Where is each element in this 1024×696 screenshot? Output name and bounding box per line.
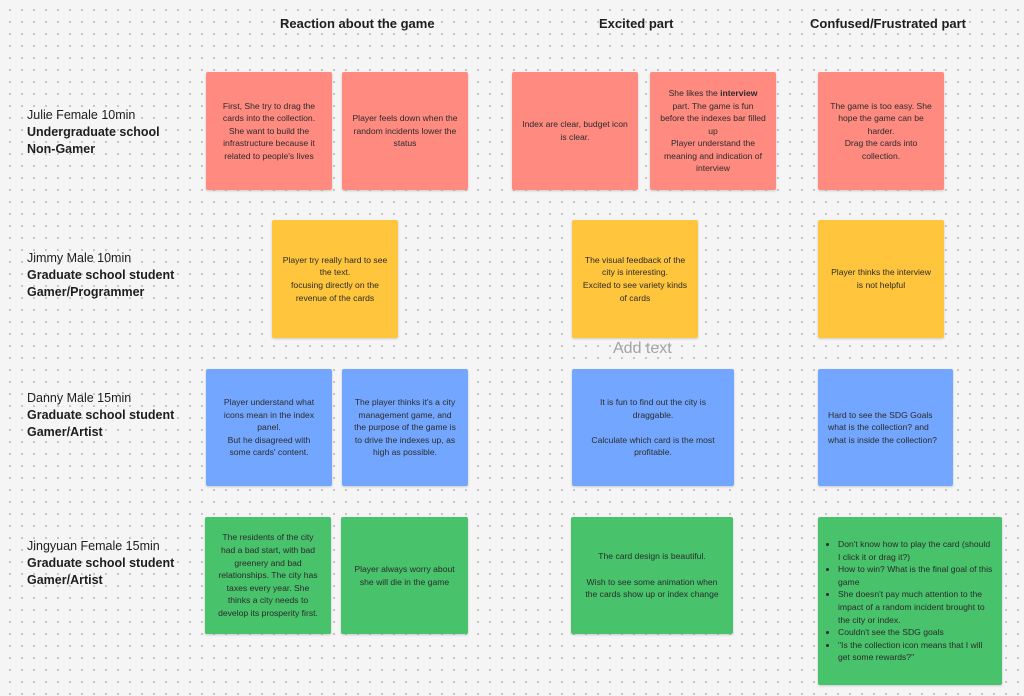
list-item: "Is the collection icon means that I wil… — [838, 639, 994, 664]
bullet-list: Don't know how to play the card (should … — [826, 538, 994, 664]
participant-school: Graduate school student — [27, 268, 175, 282]
participant-school: Graduate school student — [27, 408, 175, 422]
sticky-note[interactable]: Player feels down when the random incide… — [342, 72, 468, 190]
sticky-note[interactable]: Player understand what icons mean in the… — [206, 369, 332, 486]
participant-name: Julie Female 10min — [27, 108, 136, 122]
column-header-confused: Confused/Frustrated part — [810, 16, 967, 31]
row-label-julie: Julie Female 10min Undergraduate school … — [27, 107, 160, 158]
sticky-note[interactable]: Index are clear, budget icon is clear. — [512, 72, 638, 190]
sticky-note[interactable]: The card design is beautiful. Wish to se… — [571, 517, 733, 634]
sticky-note[interactable]: The game is too easy. She hope the game … — [818, 72, 944, 190]
row-label-jingyuan: Jingyuan Female 15min Graduate school st… — [27, 538, 174, 589]
sticky-note[interactable]: The residents of the city had a bad star… — [205, 517, 331, 634]
list-item: She doesn't pay much attention to the im… — [838, 588, 994, 626]
note-text: She likes the interview part. The game i… — [660, 87, 766, 174]
row-label-jimmy: Jimmy Male 10min Graduate school student… — [27, 250, 174, 301]
column-header-reaction: Reaction about the game — [280, 16, 435, 31]
sticky-note[interactable]: It is fun to find out the city is dragga… — [572, 369, 734, 486]
column-header-excited: Excited part — [599, 16, 674, 31]
sticky-note[interactable]: The visual feedback of the city is inter… — [572, 220, 698, 338]
sticky-note[interactable]: Player try really hard to see the text. … — [272, 220, 398, 338]
list-item: How to win? What is the final goal of th… — [838, 563, 994, 588]
participant-type: Gamer/Artist — [27, 573, 103, 587]
participant-school: Undergraduate school — [27, 125, 160, 139]
participant-type: Non-Gamer — [27, 142, 96, 156]
sticky-note[interactable]: Don't know how to play the card (should … — [818, 517, 1002, 685]
sticky-note[interactable]: Player always worry about she will die i… — [341, 517, 468, 634]
sticky-note[interactable]: The player thinks it's a city management… — [342, 369, 468, 486]
row-label-danny: Danny Male 15min Graduate school student… — [27, 390, 174, 441]
list-item: Couldn't see the SDG goals — [838, 626, 994, 639]
participant-name: Danny Male 15min — [27, 391, 132, 405]
note-bold-text: interview — [720, 87, 758, 98]
participant-school: Graduate school student — [27, 556, 175, 570]
participant-type: Gamer/Programmer — [27, 285, 145, 299]
participant-type: Gamer/Artist — [27, 425, 103, 439]
list-item: Don't know how to play the card (should … — [838, 538, 994, 563]
participant-name: Jingyuan Female 15min — [27, 539, 160, 553]
sticky-note[interactable]: First, She try to drag the cards into th… — [206, 72, 332, 190]
sticky-note[interactable]: Player thinks the interview is not helpf… — [818, 220, 944, 338]
sticky-note[interactable]: Hard to see the SDG Goals what is the co… — [818, 369, 953, 486]
sticky-note[interactable]: She likes the interview part. The game i… — [650, 72, 776, 190]
participant-name: Jimmy Male 10min — [27, 251, 132, 265]
add-text-placeholder[interactable]: Add text — [613, 340, 672, 357]
